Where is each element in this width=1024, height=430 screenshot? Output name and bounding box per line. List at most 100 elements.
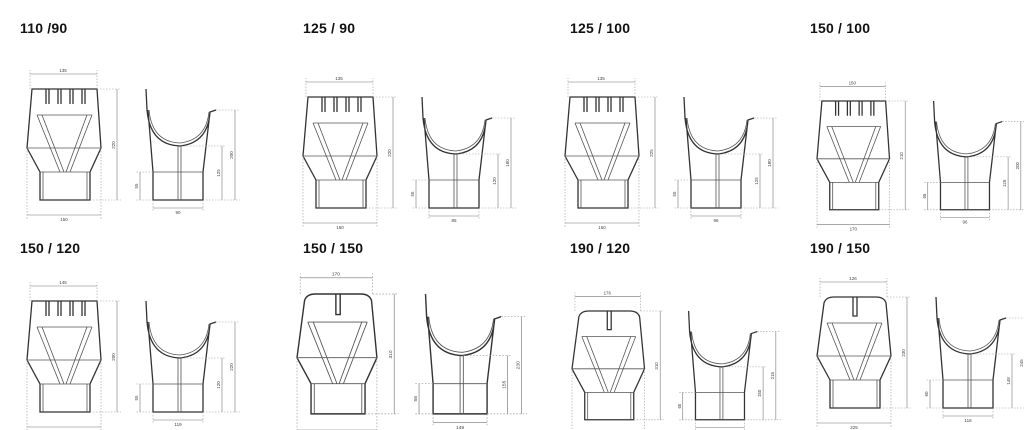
drain-slot [333,97,338,112]
outlet-size-title: 190 / 150 [810,240,871,256]
outlet-panel: 14520017055120220119 [26,280,240,430]
front-extension-lines [26,70,121,219]
front-dimension-lines [817,281,908,424]
drain-slot [335,294,341,316]
side-extension-lines [674,117,778,220]
side-inner-lines [938,317,1000,408]
side-total-height-label: 180 [767,159,772,167]
front-outline [571,310,646,421]
front-dimension-lines [27,285,118,428]
front-inner-lines [565,122,639,208]
side-extension-lines [926,317,1024,420]
side-total-height-label: 215 [770,371,775,379]
height-label: 200 [111,353,116,361]
drain-slot [81,89,86,104]
front-view: 145200170 [26,280,121,430]
front-outline [296,293,378,415]
outlet-panel: 17031020558155230149 [296,272,528,430]
side-width-label: 96 [713,218,719,223]
side-mid-height-label: 155 [501,380,507,388]
bottom-width-label: 225 [850,425,858,430]
front-inner-lines [817,322,891,408]
front-dimension-lines [27,73,118,216]
side-dimension-lines [929,354,1013,417]
side-inner-lines [428,316,494,414]
front-extension-lines [816,278,911,427]
front-dimension-lines [816,86,906,225]
front-inner-lines [27,326,101,412]
drain-slot [69,301,74,316]
outlet-size-title: 150 / 150 [303,240,364,256]
side-dimension-lines [418,316,522,423]
drain-slot [345,97,350,112]
front-extension-lines [564,78,659,227]
outlet-size-title: 125 / 90 [303,20,356,36]
side-width-label: 149 [456,425,464,430]
side-inner-lines [148,109,210,200]
side-mid-height-label: 125 [216,169,221,177]
side-inner-lines [686,117,748,208]
top-width-label: 145 [59,280,67,285]
front-extension-lines [571,292,665,430]
side-extension-lines [136,109,240,212]
drain-slot [607,97,612,112]
side-low-height-label: 55 [134,395,139,401]
side-total-height-label: 245 [1019,359,1024,367]
drain-slot [45,301,50,316]
bottom-width-label: 150 [598,225,606,230]
front-dimension-lines [574,296,661,420]
side-width-label: 118 [964,418,972,423]
front-view: 170310205 [296,272,399,430]
front-outline [816,100,891,211]
drain-slot [583,97,588,112]
front-dimension-lines [303,81,394,224]
bottom-width-label: 170 [850,226,858,231]
front-dimension-lines [296,277,395,430]
drain-slot [45,89,50,104]
front-outline [302,96,378,209]
side-low-height-label: 55 [672,191,677,197]
side-mid-height-label: 125 [1002,179,1007,187]
side-inner-lines [148,321,210,412]
side-dimension-lines [682,331,777,428]
drain-slot [606,311,612,331]
bottom-width-label: 160 [336,225,344,230]
top-width-label: 126 [849,276,857,281]
front-extension-lines [816,82,910,229]
front-view: 176310205 [571,290,665,430]
outlet-panel: 17631020560150215149 [571,290,781,430]
top-width-label: 135 [335,76,343,81]
side-mid-height-label: 148 [1006,377,1011,385]
drain-slot [57,89,62,104]
side-mid-height-label: 120 [216,381,221,389]
height-label: 210 [899,152,904,160]
side-total-height-label: 220 [229,363,234,371]
front-inner-lines [571,336,645,420]
side-low-height-label: 65 [922,193,927,198]
height-label: 310 [388,350,394,358]
side-total-height-label: 200 [1015,161,1020,169]
side-extension-lines [678,331,781,430]
side-dimension-lines [415,118,512,217]
outlet-size-title: 150 / 100 [810,20,871,36]
front-extension-lines [296,273,399,430]
front-inner-lines [296,321,377,414]
side-dimension-lines [139,110,236,209]
top-width-label: 176 [604,290,612,295]
drain-slot [57,301,62,316]
height-label: 310 [654,362,659,370]
drain-slot [834,101,840,116]
front-outline [816,296,892,409]
drain-slot [69,89,74,104]
side-inner-lines [936,121,996,210]
side-inner-lines [691,331,751,420]
